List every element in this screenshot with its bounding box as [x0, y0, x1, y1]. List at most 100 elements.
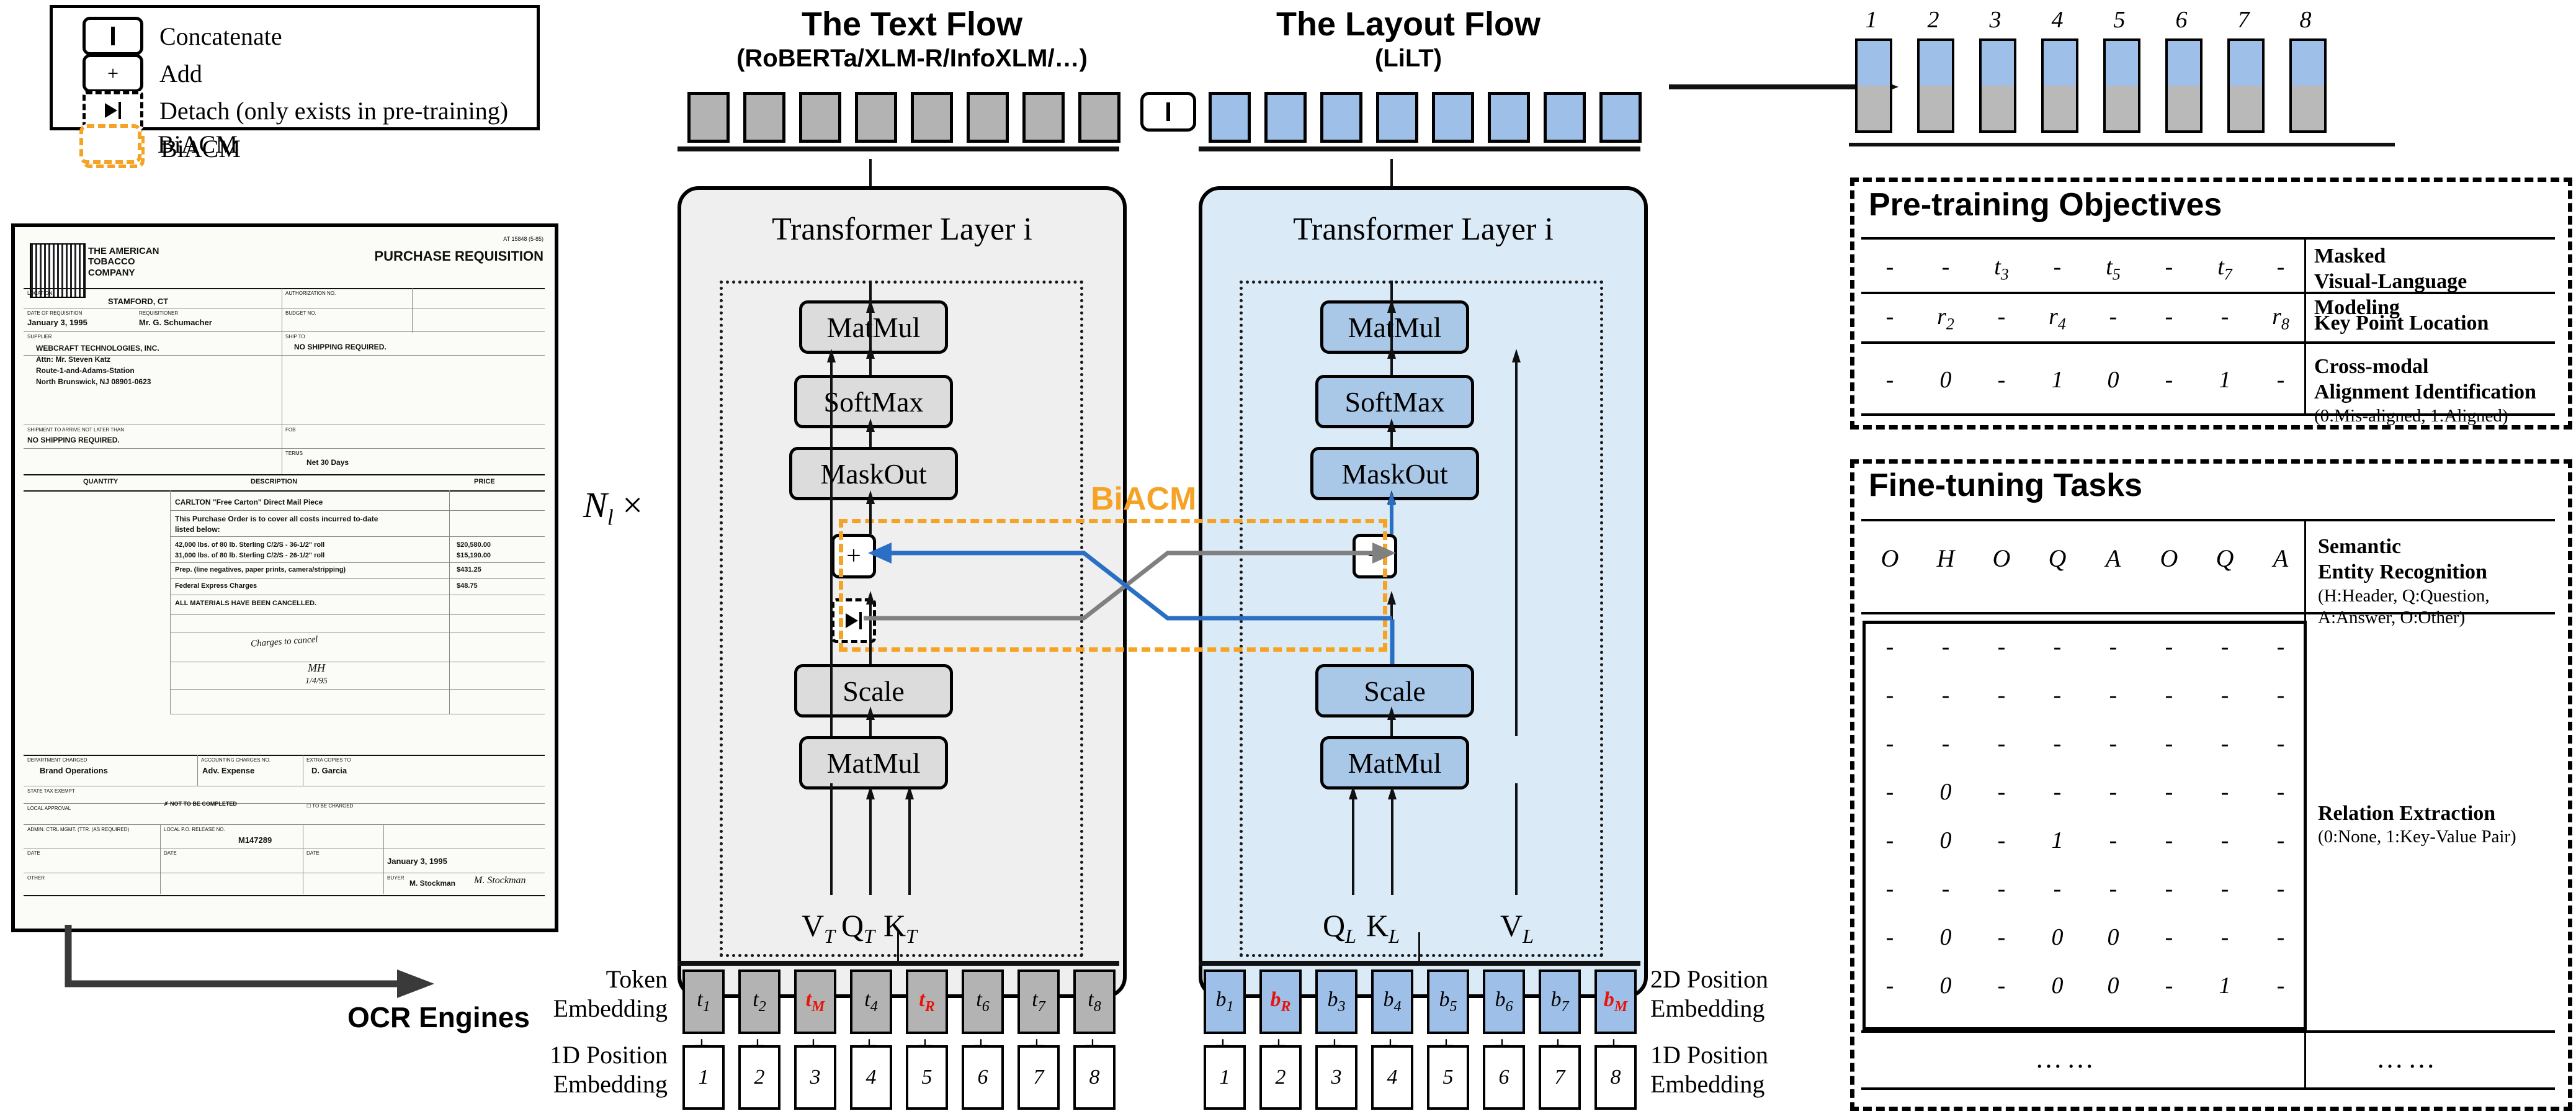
re-task-label: Relation Extraction (0:None, 1:Key-Value…: [2318, 801, 2554, 848]
pretraining-cell: -: [2165, 254, 2173, 280]
ser-cell: O: [1881, 544, 1899, 572]
output-bar-number: 5: [2113, 7, 2126, 33]
layout-maskout: MaskOut: [1310, 447, 1479, 500]
legend-item-detach: Detach (only exists in pre-training): [83, 91, 508, 130]
re-matrix-cell: -: [1997, 731, 2006, 757]
layout-flow-title: The Layout Flow: [1276, 6, 1541, 43]
text-token-embedding: t6: [962, 969, 1004, 1034]
pretraining-cell: -: [1997, 304, 2006, 330]
layout-token-embedding: b7: [1539, 969, 1581, 1034]
layout-flow-underbar: [1199, 146, 1640, 151]
output-bar: [1979, 38, 2016, 133]
re-matrix-cell: -: [2109, 634, 2118, 660]
output-bar: [2165, 38, 2203, 133]
concatenate-node-icon: [1140, 92, 1196, 132]
text-token-chip: [967, 92, 1009, 143]
pretraining-cell: -: [2276, 367, 2285, 393]
output-bar-number: 6: [2175, 7, 2188, 33]
concatenate-icon: [83, 17, 143, 55]
ft-rule-0: [1861, 519, 2555, 521]
layout-emb-riser: [1418, 932, 1420, 962]
re-matrix-cell: -: [1997, 924, 2006, 950]
text-token-chip: [743, 92, 785, 143]
re-task-note: (0:None, 1:Key-Value Pair): [2318, 827, 2516, 847]
re-matrix-cell: -: [2109, 876, 2118, 902]
re-matrix-cell: 0: [1939, 827, 1952, 853]
pt-rule-0: [1861, 237, 2555, 240]
re-matrix-cell: -: [1885, 779, 1894, 805]
input-label-kl: KL: [1366, 908, 1400, 947]
re-matrix-cell: 1: [2051, 827, 2064, 853]
output-bar-layout-part: [1858, 41, 1890, 86]
document-scan: THE AMERICAN TOBACCO COMPANY AT 15848 (5…: [11, 223, 558, 932]
layout-position-embedding: 2: [1259, 1045, 1302, 1110]
input-label-kt: KT: [883, 908, 917, 947]
output-bar-text-part: [2230, 86, 2262, 130]
output-bar: [2289, 38, 2327, 133]
layout-token-embedding: b6: [1483, 969, 1525, 1034]
ser-cell: O: [1992, 544, 2011, 572]
layout-token-embedding: b1: [1204, 969, 1246, 1034]
layout-position-embedding: 5: [1427, 1045, 1469, 1110]
pretraining-cell: -: [1885, 304, 1894, 330]
doc-top-right: AT 15848 (5-85): [503, 236, 543, 242]
detach-icon: [83, 91, 143, 130]
layout-token-chip: [1209, 92, 1251, 143]
qkv-arrows: [830, 783, 1518, 895]
text-token-embedding: t2: [738, 969, 780, 1034]
layout-position-embedding: 7: [1539, 1045, 1581, 1110]
doc-company: THE AMERICAN TOBACCO COMPANY: [88, 246, 159, 278]
re-matrix-cell: 0: [2107, 973, 2119, 999]
layout-token-embedding: b4: [1371, 969, 1413, 1034]
re-matrix-cell: -: [2276, 924, 2285, 950]
re-matrix-cell: -: [2053, 876, 2062, 902]
legend-item-add: + Add: [83, 54, 202, 92]
output-bar-text-part: [2106, 86, 2138, 130]
pretraining-cell: -: [1997, 367, 2006, 393]
text-token-chip: [855, 92, 897, 143]
legend-label-biacm: BiACM: [161, 134, 241, 163]
re-matrix-cell: -: [1941, 682, 1950, 708]
re-matrix-cell: -: [2165, 682, 2173, 708]
ocr-engines-label: OCR Engines: [347, 1001, 530, 1033]
ser-cell: A: [2273, 544, 2289, 572]
text-position-embedding: 3: [794, 1045, 836, 1110]
finetuning-heading: Fine-tuning Tasks: [1869, 467, 2143, 503]
text-matmul-top: MatMul: [799, 300, 948, 354]
text-emb-topbar: [678, 961, 1119, 966]
layout-scale: Scale: [1315, 664, 1474, 717]
legend-label-detach: Detach (only exists in pre-training): [159, 96, 509, 125]
output-bar-layout-part: [2044, 41, 2076, 86]
pretraining-objective-label: Key Point Location: [2314, 312, 2489, 335]
layout-token-chip: [1264, 92, 1307, 143]
pretraining-cell: -: [2165, 367, 2173, 393]
re-matrix-cell: -: [2276, 634, 2285, 660]
layout-token-embedding: bM: [1594, 969, 1637, 1034]
layout-token-embedding: bR: [1259, 969, 1302, 1034]
re-matrix-box: [1863, 621, 2307, 1030]
re-matrix-cell: 0: [1939, 779, 1952, 805]
input-label-vt: VT: [802, 908, 835, 947]
output-bar-text-part: [1858, 86, 1890, 130]
pt-divider: [2304, 237, 2306, 413]
ser-task-note: (H:Header, Q:Question, A:Answer, O:Other…: [2318, 585, 2490, 628]
output-bar-text-part: [2168, 86, 2200, 130]
re-matrix-cell: -: [2109, 731, 2118, 757]
pretraining-cell: -: [2220, 304, 2229, 330]
re-matrix-cell: -: [1997, 682, 2006, 708]
text-layer-title: Transformer Layer i: [772, 212, 1032, 247]
re-matrix-cell: -: [2053, 682, 2062, 708]
ser-cell: Q: [2048, 544, 2067, 572]
re-matrix-cell: -: [1885, 634, 1894, 660]
re-matrix-cell: -: [2053, 779, 2062, 805]
add-icon: +: [83, 54, 143, 92]
text-token-chip: [1078, 92, 1120, 143]
output-bar-number: 3: [1989, 7, 2001, 33]
text-flow-subtitle: (RoBERTa/XLM-R/InfoXLM/…): [736, 45, 1088, 72]
output-bar-number: 1: [1865, 7, 1877, 33]
ocr-arrow: [65, 925, 434, 998]
layout-token-embedding: b5: [1427, 969, 1469, 1034]
pt-rule-3: [1861, 413, 2555, 416]
